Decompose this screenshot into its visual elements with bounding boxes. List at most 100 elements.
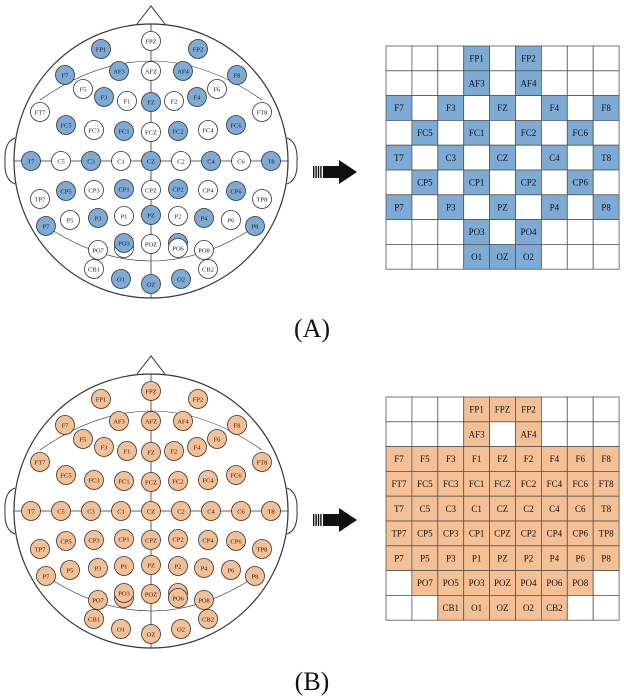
panel-a-grid-cell-box bbox=[411, 194, 439, 221]
panel-a-electrode-label: CB1 bbox=[88, 266, 100, 273]
panel-b-grid-cell-label: CP2 bbox=[521, 529, 537, 539]
panel-a-grid-cell-label: F8 bbox=[601, 103, 611, 113]
panel-a-electrode-label: FC1 bbox=[118, 128, 129, 135]
panel-a-grid-cell bbox=[592, 243, 620, 270]
panel-b-electrode-dot bbox=[36, 566, 56, 586]
panel-a-grid-cell-box bbox=[385, 243, 413, 270]
panel-b-electrode-dot bbox=[141, 555, 161, 575]
panel-a-electrode-dot bbox=[114, 233, 134, 253]
panel-a-electrode-dot bbox=[187, 87, 207, 107]
panel-a-grid-cell: T7 bbox=[385, 144, 413, 171]
panel-b-electrode-c5: C5 bbox=[51, 501, 71, 521]
panel-b-electrode-label: PO3 bbox=[118, 590, 130, 597]
panel-b-electrode-label: FC2 bbox=[172, 478, 183, 485]
panel-a-electrode-dot bbox=[252, 102, 272, 122]
panel-a-grid-cell: P8 bbox=[592, 194, 620, 221]
panel-b-grid-cell: PO6 bbox=[540, 570, 568, 596]
panel-b-grid-cell-box bbox=[540, 495, 568, 522]
panel-b-electrode-label: C6 bbox=[237, 508, 245, 515]
panel-a-electrode-label: F5 bbox=[80, 86, 87, 93]
panel-a-electrode-label: P6 bbox=[228, 217, 236, 224]
panel-b-electrode-dot bbox=[141, 381, 161, 401]
panel-a-grid-cell-label: CP5 bbox=[417, 178, 433, 188]
panel-a-grid-cell bbox=[411, 95, 439, 121]
panel-b-electrode-dot bbox=[168, 529, 188, 549]
panel-b-electrode-p6: P6 bbox=[221, 560, 241, 580]
panel-a-grid-cell: FP2 bbox=[515, 45, 542, 72]
panel-b-electrode-label: CP6 bbox=[230, 538, 242, 545]
panel-b-grid-cell bbox=[411, 421, 439, 447]
panel-b-electrode-label: C2 bbox=[177, 508, 185, 515]
panel-b-grid-cell bbox=[437, 396, 465, 423]
panel-a-electrode-label: F7 bbox=[62, 72, 70, 79]
panel-a-grid-cell: FP1 bbox=[463, 45, 490, 72]
panel-a-electrode-dot bbox=[88, 208, 108, 228]
panel-a-right-ear bbox=[286, 137, 298, 185]
panel-b-grid-cell-label: C5 bbox=[420, 504, 431, 514]
panel-a-grid-cell-box bbox=[515, 243, 542, 270]
panel-a-electrode-label: F1 bbox=[124, 98, 131, 105]
panel-b-electrode-label: F6 bbox=[214, 436, 222, 443]
panel-a-grid-cell-label: O2 bbox=[523, 252, 534, 262]
panel-b-electrode-cp5: CP5 bbox=[56, 531, 76, 551]
panel-a-electrode-dot bbox=[261, 151, 281, 171]
panel-a-grid-cell-box bbox=[437, 70, 465, 96]
panel-b-grid-cell-label: P3 bbox=[446, 553, 456, 563]
panel-a-electrode-dot bbox=[51, 151, 71, 171]
panel-b-electrode-dot bbox=[173, 411, 193, 431]
panel-a-grid-cell-label: CP2 bbox=[521, 178, 537, 188]
panel-b-electrode-label: CZ bbox=[147, 508, 155, 515]
panel-a-electrode-c3: C3 bbox=[81, 151, 101, 171]
panel-b-grid-cell-box bbox=[411, 594, 439, 621]
panel-a-grid-cell bbox=[566, 95, 594, 121]
panel-b-electrode-fpz: FPZ bbox=[141, 381, 161, 401]
panel-a-grid-cell-label: CZ bbox=[497, 153, 509, 163]
panel-a-electrode-af3: AF3 bbox=[109, 61, 129, 81]
panel-a-grid-cell: O2 bbox=[515, 243, 542, 270]
panel-b-grid-cell-label: CP1 bbox=[469, 529, 485, 539]
panel-b-grid-cell-box bbox=[592, 570, 620, 596]
panel-a-electrode-p1: P1 bbox=[114, 206, 134, 226]
panel-b-electrode-f2: F2 bbox=[164, 441, 184, 461]
panel-b-electrode-poz: POZ bbox=[141, 584, 161, 604]
panel-a-electrode-f5: F5 bbox=[73, 79, 93, 99]
panel-a-electrode-dot bbox=[252, 189, 272, 209]
panel-b-electrode-dot bbox=[141, 584, 161, 604]
panel-a-occipital-arc bbox=[39, 221, 263, 262]
panel-b-electrode-po7: PO7 bbox=[88, 590, 108, 610]
panel-b-grid-cell: P7 bbox=[385, 545, 413, 572]
panel-b-grid-cell bbox=[437, 421, 465, 447]
panel-b-electrode-dot bbox=[114, 583, 134, 603]
panel-b-electrode-label: O2 bbox=[177, 626, 185, 633]
panel-b-grid-cell-label: P8 bbox=[601, 553, 611, 563]
panel-b-electrode-af4: AF4 bbox=[173, 411, 193, 431]
panel-a-electrode-dot bbox=[111, 151, 131, 171]
panel-a-grid-cell bbox=[566, 45, 594, 72]
panel-a-grid-cell-box bbox=[540, 219, 568, 245]
panel-b-electrode-dot bbox=[111, 501, 131, 521]
panel-b-grid-cell-box bbox=[411, 495, 439, 522]
panel-b-electrode-dot bbox=[168, 556, 188, 576]
panel-a-grid-cell bbox=[437, 45, 465, 72]
panel-a-grid-cell-box bbox=[592, 194, 620, 221]
panel-b-grid-cell: FC6 bbox=[566, 471, 594, 497]
panel-a-grid-cell-box bbox=[411, 120, 439, 146]
panel-a-electrode-label: O1 bbox=[117, 276, 125, 283]
panel-a-electrode-fc3: FC3 bbox=[84, 120, 104, 140]
panel-a-electrode-label: FC2 bbox=[172, 128, 183, 135]
panel-b-electrode-label: FP1 bbox=[96, 396, 106, 403]
panel-b-grid-cell-label: POZ bbox=[494, 578, 511, 588]
panel-a-electrode-dot bbox=[245, 216, 265, 236]
panel-b-grid-cell: C4 bbox=[540, 495, 568, 522]
panel-b-electrode-dot bbox=[245, 566, 265, 586]
panel-a-electrode-label: AFZ bbox=[145, 68, 157, 75]
panel-b-grid-cell: F8 bbox=[592, 446, 620, 472]
panel-b-electrode-p4: P4 bbox=[194, 558, 214, 578]
panel-a-electrode-dot bbox=[141, 180, 161, 200]
panel-b-electrode-label: C1 bbox=[117, 508, 125, 515]
panel-b-electrode-fc2: FC2 bbox=[168, 471, 188, 491]
panel-a-electrode-dot bbox=[141, 122, 161, 142]
panel-a-grid-cell-label: AF4 bbox=[520, 78, 537, 88]
panel-a-electrode-label: O2 bbox=[177, 276, 185, 283]
